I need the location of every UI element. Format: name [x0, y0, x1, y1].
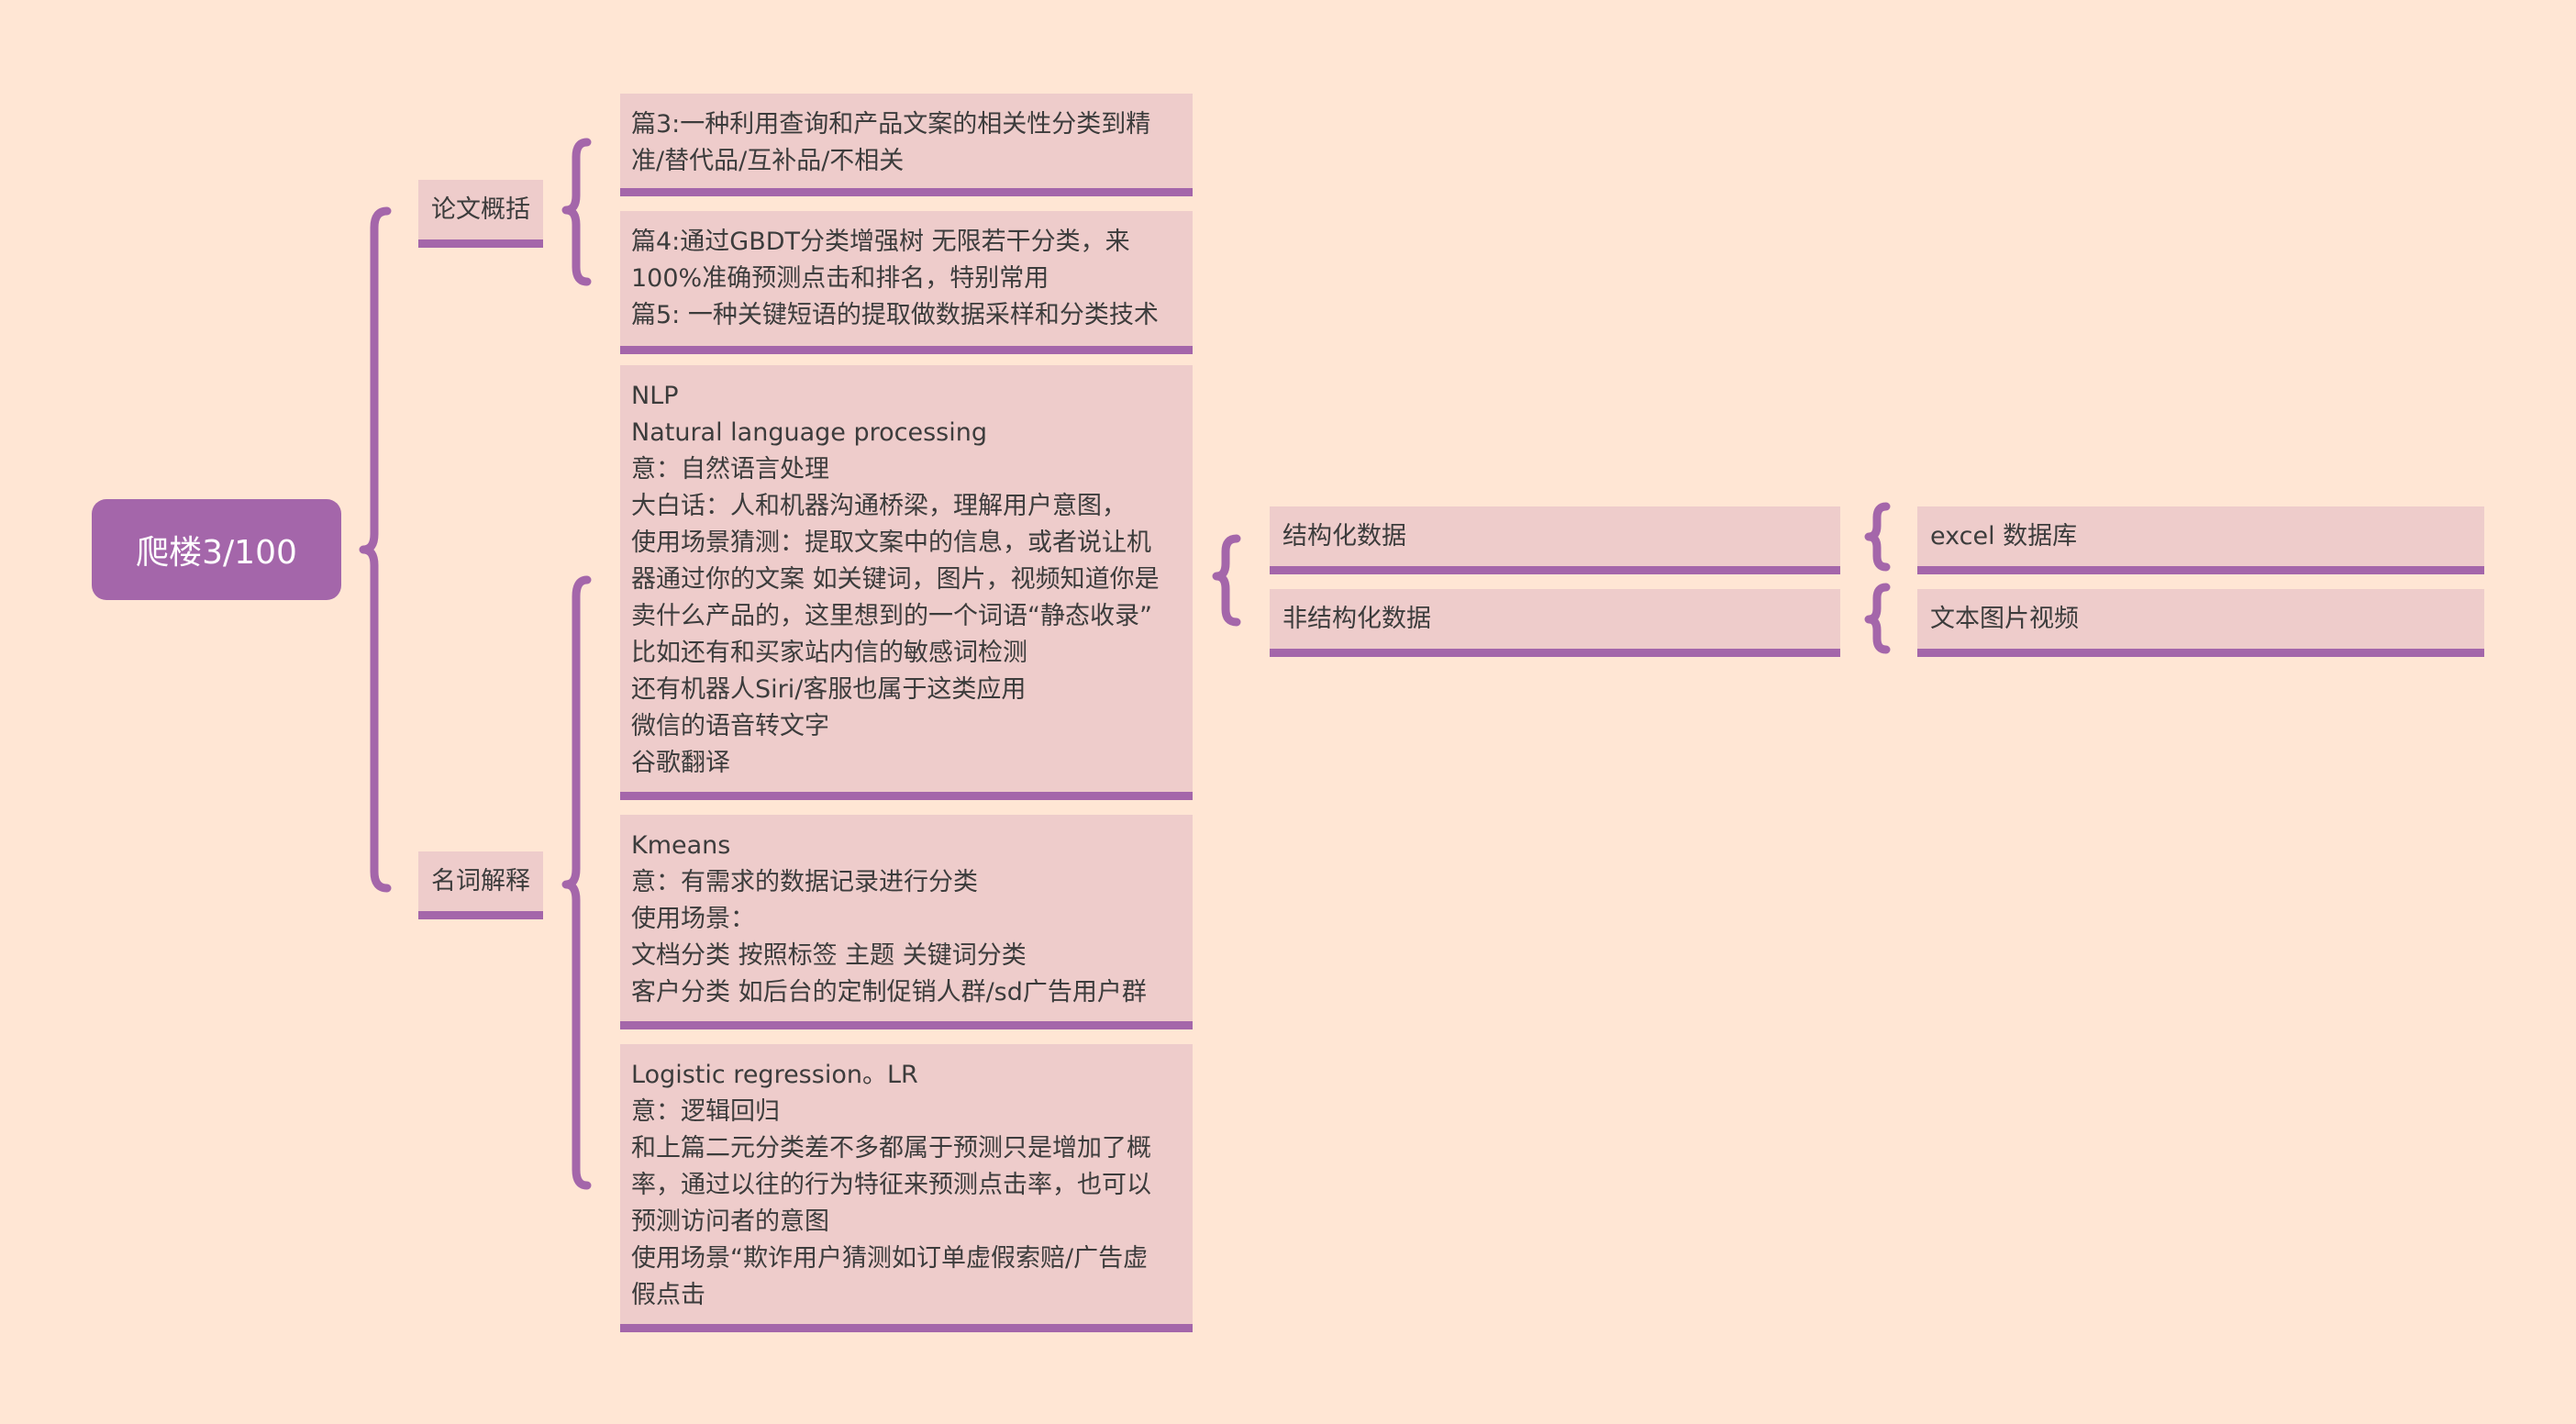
bracket-unstructured — [1864, 583, 1891, 654]
unstructured-example[interactable]: 文本图片视频 — [1917, 589, 2484, 657]
branch-terms[interactable]: 名词解释 — [418, 851, 543, 919]
bracket-structured — [1864, 502, 1891, 572]
data-type-unstructured-label: 非结构化数据 — [1282, 604, 1431, 633]
term-item-lr[interactable]: Logistic regression。LR 意：逻辑回归 和上篇二元分类差不多… — [620, 1044, 1193, 1332]
data-type-structured[interactable]: 结构化数据 — [1270, 506, 1840, 574]
bracket-root — [359, 206, 392, 893]
structured-example-label: excel 数据库 — [1930, 521, 2078, 551]
paper-item[interactable]: 篇4:通过GBDT分类增强树 无限若干分类，来 100%准确预测点击和排名，特别… — [620, 211, 1193, 354]
unstructured-example-label: 文本图片视频 — [1930, 604, 2079, 633]
root-label: 爬楼3/100 — [136, 534, 297, 572]
data-type-structured-label: 结构化数据 — [1282, 521, 1406, 551]
branch-papers[interactable]: 论文概括 — [418, 180, 543, 248]
paper-item[interactable]: 篇3:一种利用查询和产品文案的相关性分类到精 准/替代品/互补品/不相关 — [620, 94, 1193, 196]
branch-terms-label: 名词解释 — [431, 866, 530, 896]
structured-example[interactable]: excel 数据库 — [1917, 506, 2484, 574]
bracket-papers — [561, 138, 592, 286]
data-type-unstructured[interactable]: 非结构化数据 — [1270, 589, 1840, 657]
branch-papers-label: 论文概括 — [431, 195, 530, 224]
bracket-terms — [561, 575, 592, 1190]
root-node[interactable]: 爬楼3/100 — [92, 499, 341, 600]
bracket-nlp — [1212, 534, 1241, 627]
term-item-nlp[interactable]: NLP Natural language processing 意：自然语言处理… — [620, 365, 1193, 800]
term-item-kmeans[interactable]: Kmeans 意：有需求的数据记录进行分类 使用场景： 文档分类 按照标签 主题… — [620, 815, 1193, 1029]
